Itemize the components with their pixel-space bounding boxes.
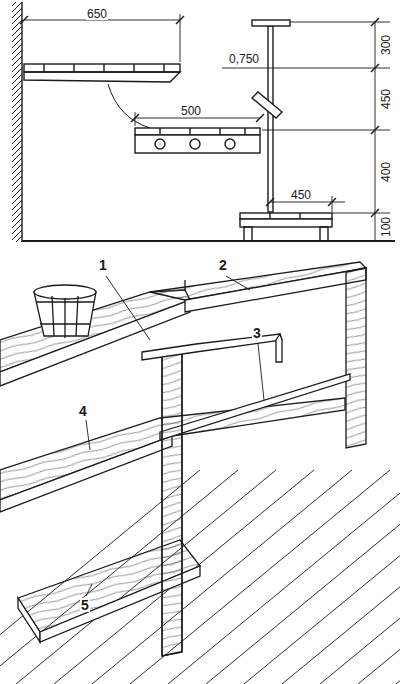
floorboards [0,470,400,684]
callout-number: 4 [78,404,88,418]
bucket [34,285,96,338]
callout-number: 3 [252,326,262,340]
dimension-label: 500 [180,105,202,117]
bench-illustration [0,262,366,656]
dimension-label: 450 [380,88,392,110]
dimension-label: 450 [290,189,312,201]
section-view [12,2,395,242]
upper-shelf [24,64,180,72]
callout-number: 2 [218,258,228,272]
dimension-label: 400 [380,161,392,183]
callout-number: 5 [80,598,90,612]
post [346,268,366,448]
dimension-label: 100 [380,216,392,238]
dimension-label: 650 [86,8,108,20]
post [162,348,182,656]
dimension-lines [20,14,390,241]
bar [160,374,350,440]
post [268,26,273,212]
dimension-label: 300 [380,34,392,56]
wall [12,2,22,242]
dimension-label: 0,750 [228,53,260,65]
footrest [240,213,332,219]
callout-number: 1 [98,258,108,272]
lower-shelf [135,128,260,135]
